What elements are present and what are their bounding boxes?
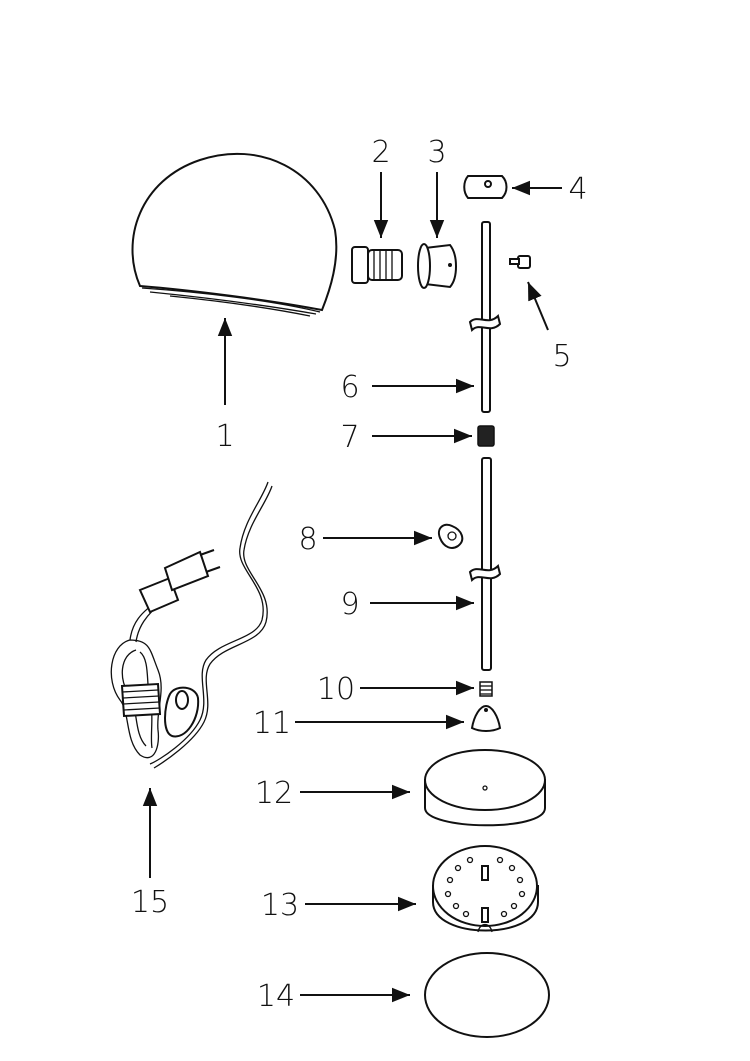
part-1-lamp-shade: [131, 152, 338, 317]
callout-4: 4: [568, 172, 587, 207]
callout-5: 5: [552, 339, 571, 374]
callout-8: 8: [298, 522, 317, 557]
callout-3: 3: [427, 135, 446, 170]
part-13-base-plate: [432, 845, 539, 933]
callout-11: 11: [253, 706, 291, 741]
part-9-lower-tube: [468, 457, 502, 671]
part-14-felt-pad: [424, 952, 550, 1038]
callout-12: 12: [255, 776, 293, 811]
part-10-threaded-nipple: [479, 681, 493, 697]
callout-10: 10: [317, 672, 355, 707]
arrow-5: [527, 281, 549, 331]
callout-1: 1: [215, 419, 234, 454]
callout-2: 2: [371, 135, 390, 170]
callout-15: 15: [131, 885, 169, 920]
part-11-base-cap: [470, 704, 502, 732]
part-8-cable-clip: [438, 523, 464, 549]
part-6-upper-tube: [468, 221, 502, 413]
part-2-lamp-socket: [351, 246, 403, 284]
callout-13: 13: [261, 888, 299, 923]
callout-labels: 1 2 3 4 5 6 7 8 9 10 11 12 13 14 15: [131, 135, 588, 1014]
part-12-base-disc: [424, 749, 546, 827]
callout-6: 6: [340, 370, 359, 405]
leader-arrows: [142, 172, 562, 1003]
callout-9: 9: [340, 587, 359, 622]
part-7-tube-coupler: [477, 425, 495, 447]
callout-14: 14: [257, 979, 295, 1014]
part-5-thumb-screw: [509, 255, 531, 269]
part-15-cord-set: [110, 481, 273, 769]
part-4-connector-block: [463, 175, 508, 199]
callout-7: 7: [340, 420, 359, 455]
part-3-socket-cup: [417, 243, 457, 289]
